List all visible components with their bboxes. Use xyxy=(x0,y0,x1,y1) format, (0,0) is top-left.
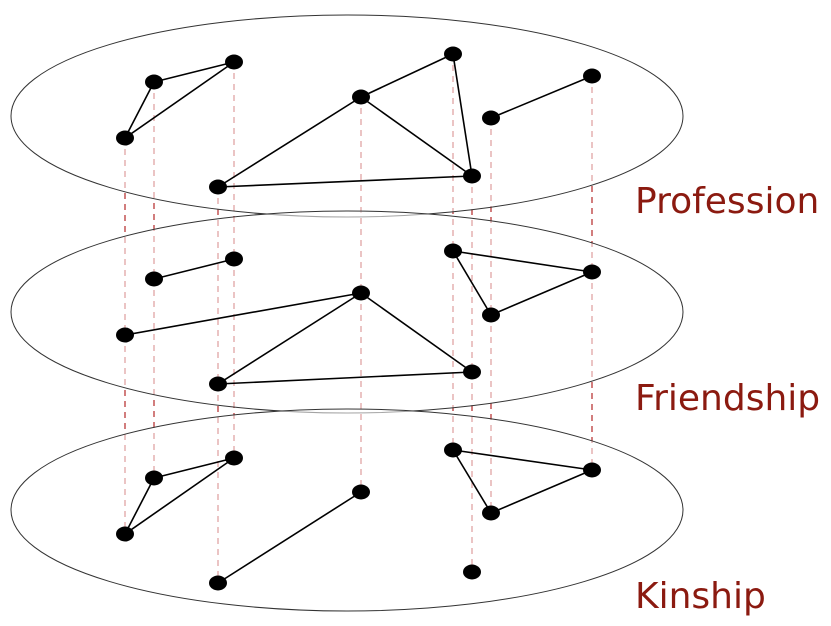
edge-profession-e-f xyxy=(360,53,454,98)
node-kinship-i xyxy=(583,462,601,478)
node-kinship-e xyxy=(352,484,370,500)
node-friendship-f xyxy=(444,243,462,259)
node-friendship-g xyxy=(463,364,481,380)
node-kinship-g xyxy=(463,564,481,580)
node-friendship-d xyxy=(209,376,227,392)
layer-label-friendship: Friendship xyxy=(635,378,821,419)
node-kinship-b xyxy=(145,470,163,486)
node-profession-e xyxy=(352,89,370,105)
edge-kinship-f-h xyxy=(452,449,492,514)
node-profession-h xyxy=(482,110,500,126)
node-friendship-e xyxy=(352,285,370,301)
node-profession-i xyxy=(583,68,601,84)
node-friendship-c xyxy=(225,251,243,267)
intralayer-edges xyxy=(124,53,593,584)
node-kinship-f xyxy=(444,442,462,458)
edge-friendship-b-c xyxy=(153,258,235,280)
edge-profession-a-c xyxy=(124,61,235,139)
edge-friendship-h-i xyxy=(490,271,593,316)
layer-plane-kinship xyxy=(10,408,684,612)
node-friendship-i xyxy=(583,264,601,280)
edge-profession-f-g xyxy=(452,53,473,177)
node-profession-f xyxy=(444,46,462,62)
edge-profession-d-e xyxy=(217,96,362,188)
edge-profession-e-g xyxy=(360,96,473,177)
edge-friendship-d-g xyxy=(217,371,473,385)
network-nodes xyxy=(116,46,601,591)
edge-friendship-f-i xyxy=(452,250,593,273)
node-friendship-a xyxy=(116,327,134,343)
edge-friendship-e-g xyxy=(360,292,473,373)
edge-kinship-f-i xyxy=(452,449,593,471)
node-profession-a xyxy=(116,130,134,146)
node-kinship-a xyxy=(116,526,134,542)
edge-profession-d-g xyxy=(217,175,473,188)
edge-kinship-a-b xyxy=(124,477,155,535)
node-friendship-h xyxy=(482,307,500,323)
node-profession-g xyxy=(463,168,481,184)
node-profession-d xyxy=(209,179,227,195)
layer-label-profession: Profession xyxy=(635,181,820,222)
edge-friendship-a-e xyxy=(124,292,362,336)
layer-plane-friendship xyxy=(10,210,684,414)
node-profession-c xyxy=(225,54,243,70)
node-kinship-d xyxy=(209,575,227,591)
node-kinship-c xyxy=(225,450,243,466)
edge-profession-a-b xyxy=(124,81,155,139)
layer-planes xyxy=(10,14,684,612)
node-kinship-h xyxy=(482,505,500,521)
node-profession-b xyxy=(145,74,163,90)
edge-kinship-d-e xyxy=(217,491,362,584)
layer-label-kinship: Kinship xyxy=(635,576,766,617)
edge-profession-h-i xyxy=(490,75,593,119)
edge-kinship-h-i xyxy=(490,469,593,514)
layer-plane-profession xyxy=(10,14,684,218)
edge-kinship-b-c xyxy=(153,457,235,479)
edge-profession-b-c xyxy=(153,61,235,83)
node-friendship-b xyxy=(145,271,163,287)
edge-friendship-f-h xyxy=(452,250,492,316)
edge-friendship-d-e xyxy=(217,292,362,385)
edge-kinship-a-c xyxy=(124,457,235,535)
